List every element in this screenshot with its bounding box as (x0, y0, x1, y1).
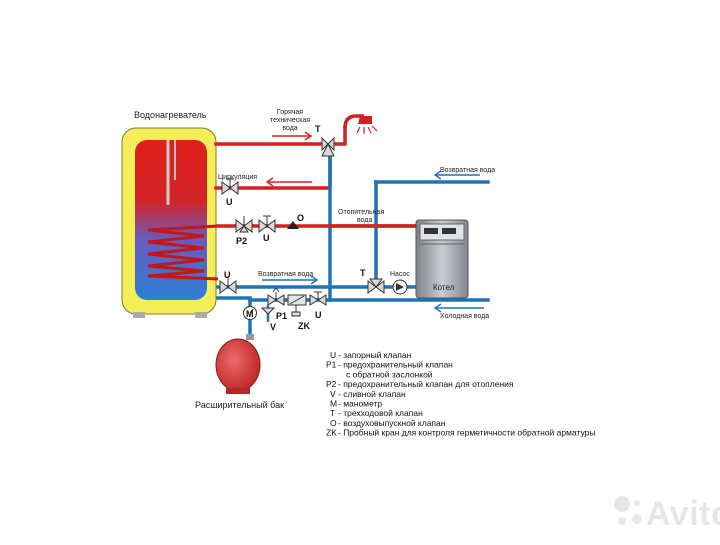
manometer-icon (243, 306, 257, 320)
shower (343, 114, 378, 134)
return-water-mid-label: Возвратная вода (258, 271, 313, 278)
legend-code: O (330, 418, 337, 428)
marker-u-cold: U (315, 310, 322, 320)
avito-watermark: Avito (614, 495, 720, 533)
legend-text: - предохранительный клапан для отопления (338, 379, 514, 389)
boiler (415, 219, 469, 299)
legend-text: - трехходовой клапан (338, 408, 423, 418)
marker-p2: P2 (236, 236, 247, 246)
test-cock (291, 305, 301, 317)
legend-text: - воздуховыпускной клапан (338, 418, 446, 428)
legend-text: - Пробный кран для контроля герметичност… (338, 428, 595, 438)
marker-p1: P1 (276, 311, 287, 321)
circulation-label: Циркуляция (218, 174, 257, 181)
legend-text: - запорный клапан (338, 350, 412, 360)
return-water-top-label: Возвратная вода (440, 167, 495, 174)
legend-text: - сливной клапан (338, 389, 406, 399)
legend-code: ZK (326, 428, 337, 438)
three-way-valve-mid (367, 278, 385, 294)
heating-coil (147, 224, 219, 281)
three-way-valve-top (321, 136, 335, 157)
circulation-valve (221, 178, 239, 195)
watermark-text: Avito (646, 495, 720, 533)
cold-shutoff-valve (309, 291, 327, 306)
heating-water-label-2: вода (357, 217, 372, 224)
check-valve (287, 294, 307, 306)
avito-logo-icon (614, 496, 642, 525)
hot-water-label-1: Горячая (277, 109, 303, 116)
pump-icon (392, 279, 408, 295)
legend-code: M (330, 399, 337, 409)
heating-shutoff-valve (258, 215, 276, 233)
flow-arrows (262, 131, 484, 313)
safety-valve-p2 (235, 216, 253, 233)
drain-valve (260, 305, 276, 322)
air-vent (287, 221, 299, 229)
water-heater (121, 127, 217, 318)
heating-water-label-1: Отопительная (338, 209, 384, 216)
marker-letters: T U O P2 U T U M P1 U V ZK (224, 124, 366, 332)
expansion-tank-label: Расширительный бак (195, 400, 284, 410)
pump-label: Насос (390, 271, 410, 278)
legend-text: с обратной заслонкой (346, 369, 433, 379)
marker-m: M (246, 309, 254, 319)
safety-valve-p1 (267, 287, 285, 306)
labels: Водонагреватель Горячая техническая вода… (134, 109, 495, 410)
marker-u-circ: U (226, 197, 233, 207)
marker-zk: ZK (298, 321, 310, 331)
heater-title: Водонагреватель (134, 110, 207, 120)
legend-text: - манометр (338, 399, 382, 409)
marker-o-vent: O (297, 213, 304, 223)
return-shutoff-valve (219, 278, 237, 294)
expansion-tank (215, 334, 261, 394)
marker-t-mid: T (360, 268, 366, 278)
hot-water-label-3: вода (282, 125, 297, 132)
marker-v: V (270, 322, 276, 332)
marker-u-heat: U (263, 233, 270, 243)
legend-code: P1 (326, 360, 337, 370)
boiler-label: Котел (433, 283, 455, 292)
marker-u-return: U (224, 270, 231, 280)
cold-water-label: Холодная вода (440, 313, 489, 320)
legend-text: - предохранительный клапан (338, 360, 453, 370)
legend-code: V (330, 389, 336, 399)
marker-t-top: T (315, 124, 321, 134)
hot-water-label-2: техническая (270, 117, 310, 124)
legend-code: T (330, 408, 335, 418)
legend-code: P2 (326, 379, 337, 389)
legend-code: U (330, 350, 336, 360)
